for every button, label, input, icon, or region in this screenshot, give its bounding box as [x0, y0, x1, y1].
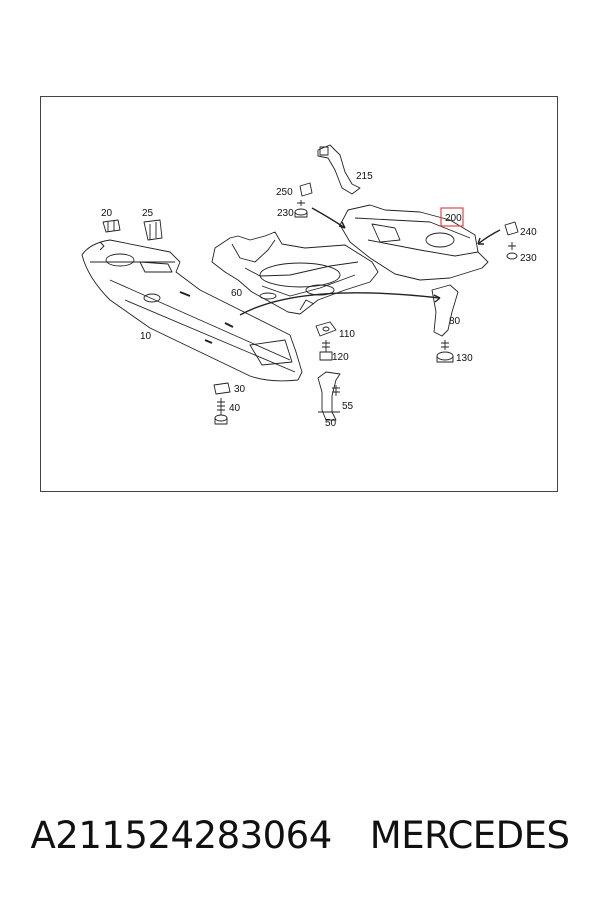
- callout-130: 130: [456, 353, 473, 364]
- callout-230-left: 230: [277, 208, 294, 219]
- callout-labels: 10 20 25 30 40 50 55 60 80 110 120 130 2…: [101, 171, 537, 429]
- callout-120: 120: [332, 352, 349, 363]
- callout-40: 40: [229, 403, 241, 414]
- callout-240: 240: [520, 227, 537, 238]
- nut-30-part: [213, 382, 231, 395]
- bracket-80-part: [431, 284, 459, 337]
- screw-230-left-part: [294, 200, 308, 218]
- callout-250: 250: [276, 187, 293, 198]
- screw-230-right-part: [506, 242, 518, 260]
- nut-240-part: [504, 221, 519, 236]
- rear-underbody-panel-part: [339, 204, 489, 281]
- screw-120-part: [319, 340, 333, 361]
- clip-20-part: [102, 219, 121, 233]
- callout-50: 50: [325, 418, 337, 429]
- callout-10: 10: [140, 331, 152, 342]
- nut-250-part: [299, 182, 313, 197]
- clip-25-part: [143, 219, 163, 241]
- bolt-130-part: [436, 340, 454, 363]
- leader-lines: [239, 207, 501, 316]
- callout-215: 215: [356, 171, 373, 182]
- callout-55: 55: [342, 401, 354, 412]
- callout-110: 110: [339, 329, 355, 340]
- bracket-50-part: [317, 371, 341, 421]
- part-number: A211524283064: [30, 813, 332, 857]
- nut-110-part: [315, 321, 337, 337]
- part-200-highlight-box: [440, 207, 464, 227]
- front-underbody-panel-part: [81, 239, 303, 382]
- callout-80: 80: [449, 316, 461, 327]
- callout-30: 30: [234, 384, 246, 395]
- brand-name: MERCEDES: [369, 813, 570, 857]
- screw-40-part: [214, 398, 228, 425]
- clip-55-part: [332, 385, 340, 396]
- center-underbody-panel-part: [211, 231, 379, 315]
- bracket-215-part: [317, 144, 361, 195]
- callout-200: 200: [445, 213, 462, 224]
- footer-caption: A211524283064 MERCEDES: [0, 805, 600, 865]
- callout-20: 20: [101, 208, 113, 219]
- callout-230-right: 230: [520, 253, 537, 264]
- callout-60: 60: [231, 288, 243, 299]
- callout-25: 25: [142, 208, 154, 219]
